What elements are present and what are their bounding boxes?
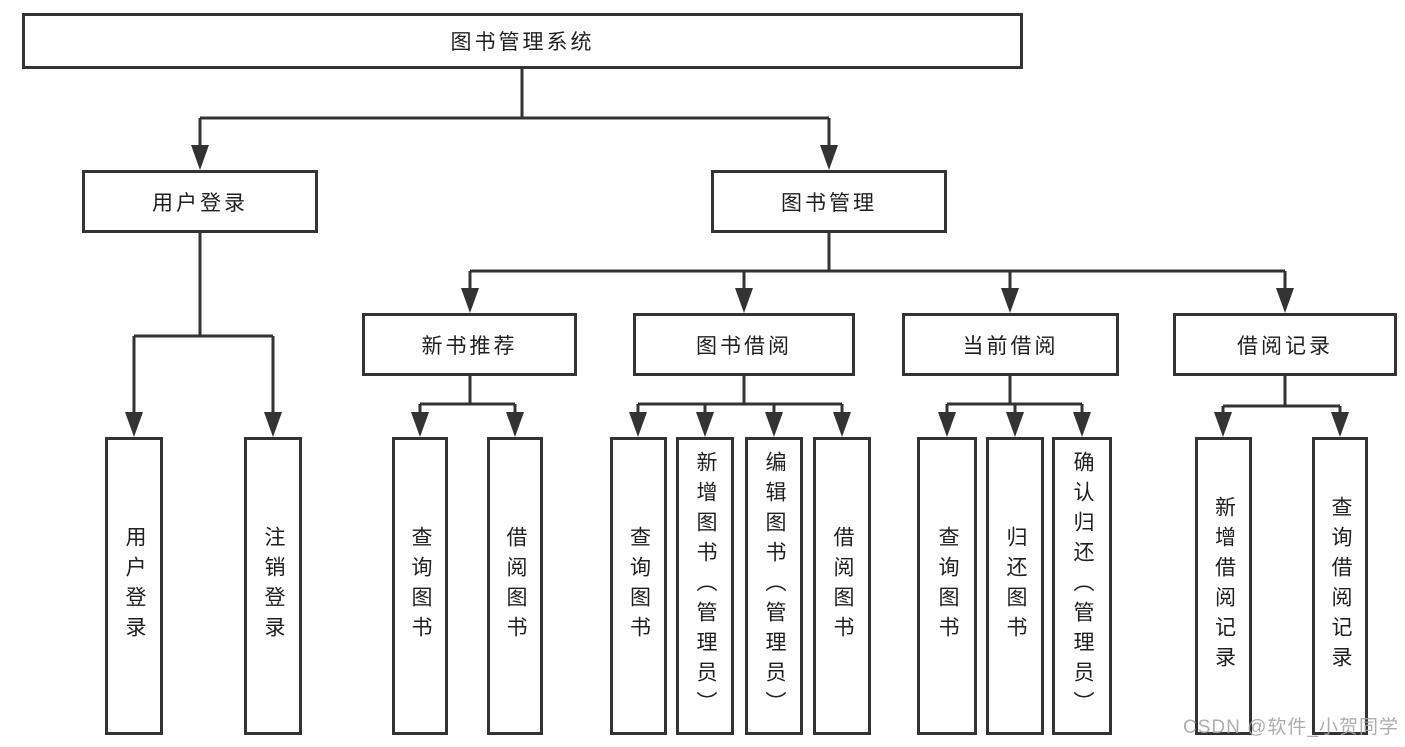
leaf-records-add-record: 新增借阅记录 bbox=[1195, 437, 1252, 735]
leaf-records-query-record: 查询借阅记录 bbox=[1312, 437, 1368, 735]
leaf-logout: 注销登录 bbox=[244, 437, 302, 735]
node-current-borrowing: 当前借阅 bbox=[902, 313, 1119, 376]
leaf-recommend-query-books: 查询图书 bbox=[392, 437, 448, 735]
leaf-borrowing-edit-books-admin: 编辑图书（管理员） bbox=[745, 437, 803, 735]
leaf-recommend-borrow-books: 借阅图书 bbox=[487, 437, 543, 735]
node-book-management: 图书管理 bbox=[711, 170, 947, 233]
node-borrowing-records: 借阅记录 bbox=[1173, 313, 1397, 376]
leaf-borrowing-borrow-books: 借阅图书 bbox=[813, 437, 871, 735]
leaf-borrowing-query-books: 查询图书 bbox=[610, 437, 667, 735]
node-book-borrowing: 图书借阅 bbox=[633, 313, 855, 376]
leaf-borrowing-add-books-admin: 新增图书（管理员） bbox=[676, 437, 734, 735]
csdn-watermark: CSDN @软件_小贺同学 bbox=[1183, 717, 1399, 738]
leaf-current-confirm-return-admin: 确认归还（管理员） bbox=[1052, 437, 1112, 735]
node-user-login: 用户登录 bbox=[82, 170, 318, 233]
node-root: 图书管理系统 bbox=[22, 13, 1023, 69]
leaf-current-return-books: 归还图书 bbox=[986, 437, 1044, 735]
leaf-current-query-books: 查询图书 bbox=[917, 437, 977, 735]
leaf-user-login: 用户登录 bbox=[105, 437, 163, 735]
node-new-book-recommend: 新书推荐 bbox=[362, 313, 577, 376]
